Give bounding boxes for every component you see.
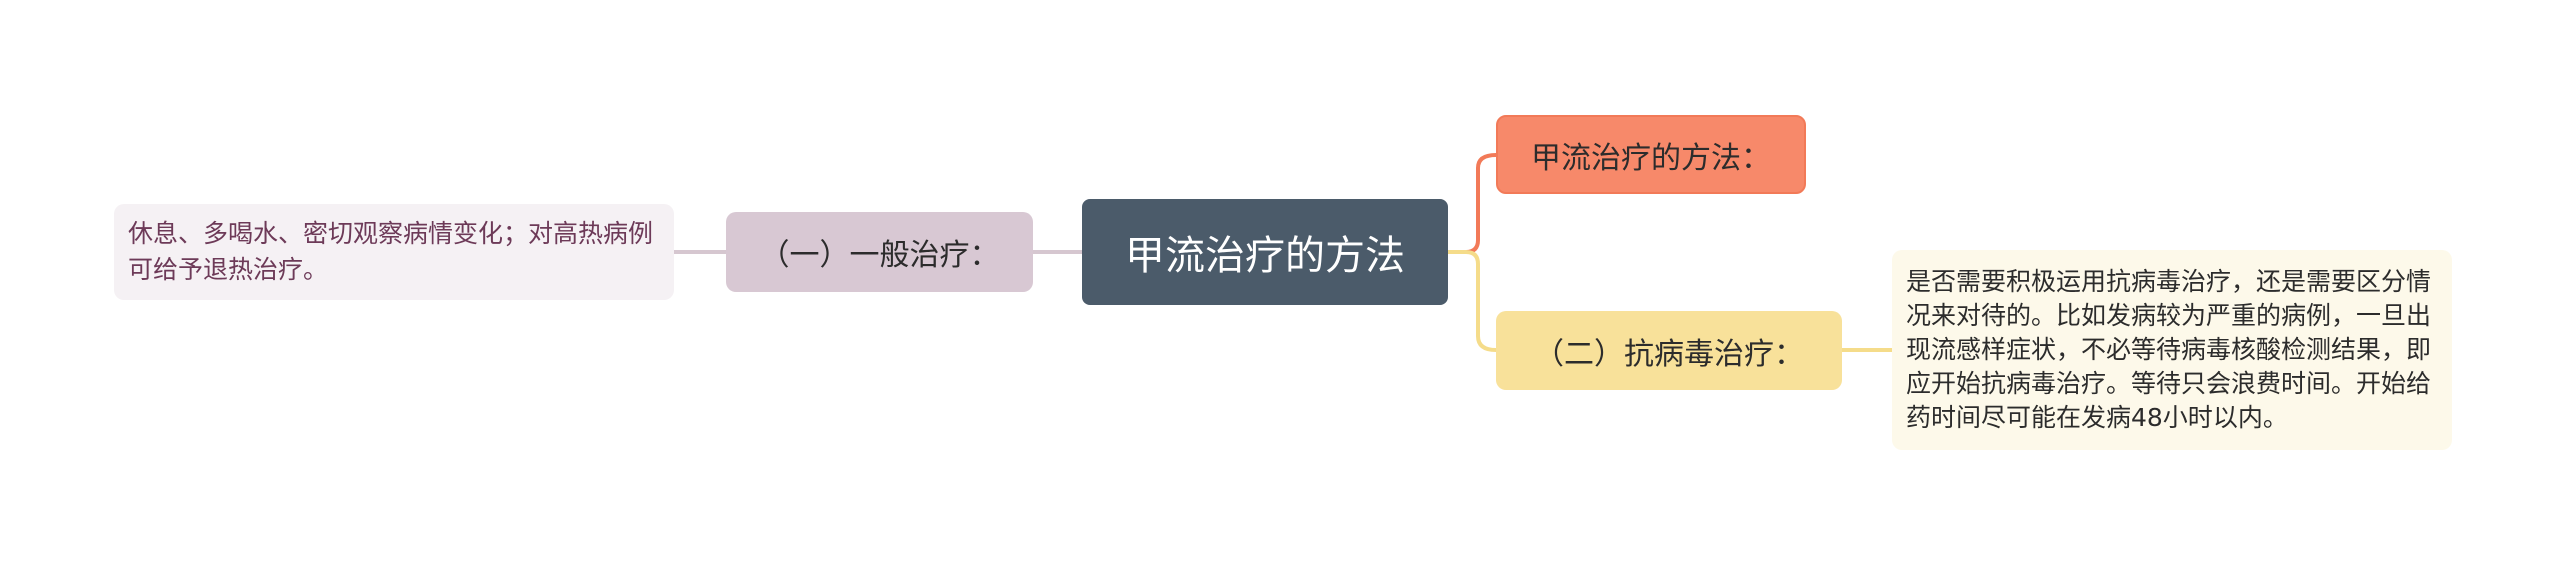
connector-root-to-top-branch: [1448, 153, 1497, 254]
branch-antiviral-treatment[interactable]: （二）抗病毒治疗：: [1496, 311, 1842, 390]
leaf-general-treatment-text: 休息、多喝水、密切观察病情变化；对高热病例可给予退热治疗。: [128, 219, 654, 284]
branch-top-right-label: 甲流治疗的方法：: [1531, 140, 1771, 176]
branch-antiviral-treatment-label: （二）抗病毒治疗：: [1534, 336, 1804, 372]
leaf-antiviral-treatment-detail[interactable]: 是否需要积极运用抗病毒治疗，还是需要区分情况来对待的。比如发病较为严重的病例，一…: [1892, 250, 2452, 450]
branch-general-treatment[interactable]: （一）一般治疗：: [726, 212, 1033, 292]
root-topic-label: 甲流治疗的方法: [1125, 233, 1405, 279]
leaf-general-treatment-detail[interactable]: 休息、多喝水、密切观察病情变化；对高热病例可给予退热治疗。: [114, 204, 674, 300]
connector-root-to-bottom-branch: [1448, 250, 1497, 352]
leaf-antiviral-treatment-text: 是否需要积极运用抗病毒治疗，还是需要区分情况来对待的。比如发病较为严重的病例，一…: [1906, 267, 2432, 432]
branch-general-treatment-label: （一）一般治疗：: [759, 238, 1000, 273]
root-topic[interactable]: 甲流治疗的方法: [1082, 199, 1448, 305]
branch-top-right[interactable]: 甲流治疗的方法：: [1496, 115, 1806, 194]
